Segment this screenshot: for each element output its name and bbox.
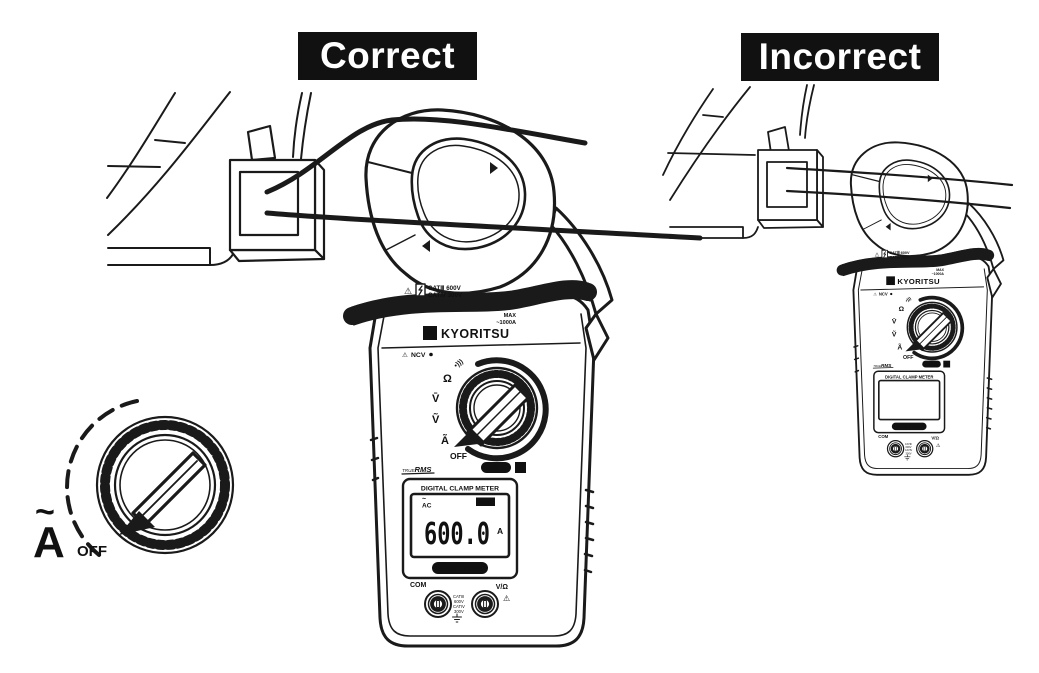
correct-meter [352,110,612,646]
junction-box-small [757,126,824,229]
wire-through-clamp [264,210,703,241]
dial-detail-knurl [100,420,230,550]
dial-detail-dashed-arc [65,399,139,557]
equipment-housing [106,91,312,266]
incorrect-scene [662,84,1014,515]
dial-detail-pointer-tip-icon [119,511,155,535]
wire-over-clamp [264,116,588,195]
correct-scene [106,91,703,670]
dial-detail-off: OFF [77,543,107,560]
correct-label: Correct [298,32,477,80]
dial-detail-tilde: ~ [35,493,55,531]
incorrect-label: Incorrect [741,33,939,81]
junction-box-tab [246,124,277,162]
dial-detail-letter: A [33,518,65,567]
wire1-through-clamp [785,166,1014,187]
junction-box-opening [238,170,300,237]
junction-box [228,124,326,263]
wire2-through-clamp [785,189,1012,210]
equipment-housing-small [662,84,815,239]
dial-detail-pointer-line [140,460,198,518]
incorrect-label-text: Incorrect [758,36,922,77]
incorrect-meter [842,142,1003,474]
dial-detail: ~ A OFF [33,399,235,567]
correct-label-text: Correct [319,35,456,76]
dial-detail-face-inner [119,439,211,531]
